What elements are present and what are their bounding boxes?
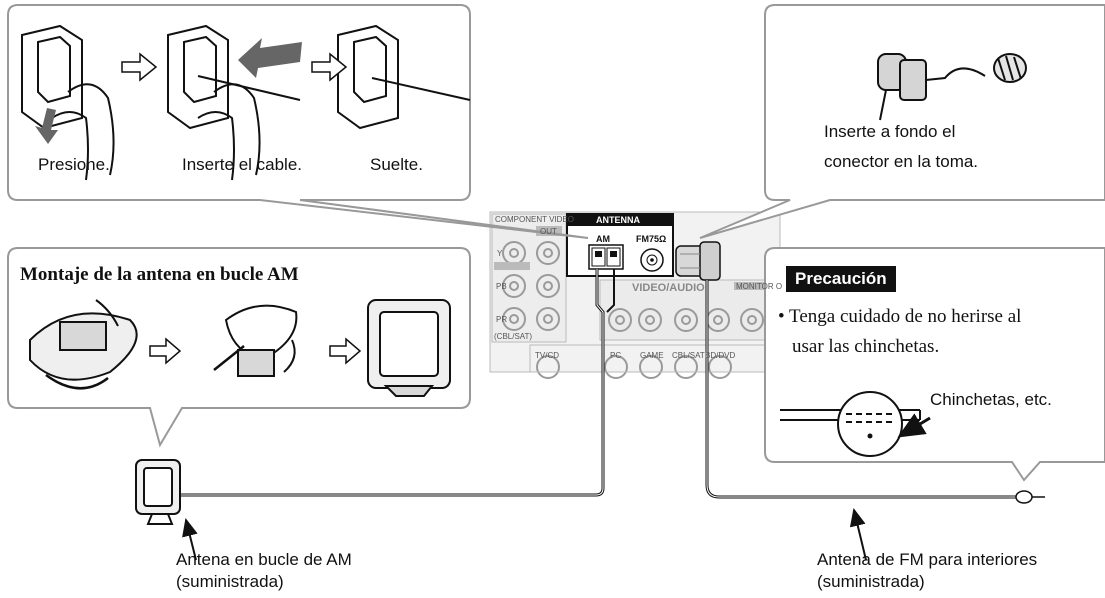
antenna-label: ANTENNA xyxy=(596,215,640,225)
input-label-cblsat: CBL/SAT xyxy=(672,351,705,360)
fm-connector-callout xyxy=(699,4,1105,239)
am-antenna-label-line1: Antena en bucle de AM xyxy=(176,550,352,569)
input-label-tvcd: TV/CD xyxy=(535,351,559,360)
caution-badge: Precaución xyxy=(786,266,896,292)
caution-callout xyxy=(764,247,1105,482)
fm-antenna-label-line2: (suministrada) xyxy=(817,572,925,591)
pb-label: PB xyxy=(496,282,507,291)
steps-callout xyxy=(7,4,589,239)
pr-label: PR xyxy=(496,315,507,324)
am-assembly-callout xyxy=(7,247,471,448)
am-antenna-label-line2: (suministrada) xyxy=(176,572,284,591)
input-label-pc: PC xyxy=(610,351,621,360)
caution-text-line1: • Tenga cuidado de no herirse al xyxy=(778,306,1022,327)
component-video-label: COMPONENT VIDEO xyxy=(495,215,574,224)
monitor-label: MONITOR O xyxy=(736,282,782,291)
am-assembly-title: Montaje de la antena en bucle AM xyxy=(20,264,299,285)
caution-text-line2: usar las chinchetas. xyxy=(792,336,940,357)
y-label: Y xyxy=(497,249,503,258)
fm-note-line2: conector en la toma. xyxy=(824,152,979,171)
step-release-label: Suelte. xyxy=(370,155,423,174)
antenna-cables xyxy=(178,269,1045,504)
out-label: OUT xyxy=(540,227,557,236)
fm-plug-icon xyxy=(675,241,721,281)
input-label-game: GAME xyxy=(640,351,664,360)
cbl-sat-small-label: (CBL/SAT) xyxy=(494,332,532,341)
am-terminal-label: AM xyxy=(596,234,610,244)
am-loop-antenna-icon xyxy=(135,459,181,525)
input-label-bddvd: BD/DVD xyxy=(705,351,735,360)
fm-antenna-label-line1: Antena de FM para interiores xyxy=(817,550,1038,569)
step-press-label: Presione. xyxy=(38,155,110,174)
fm-note-line1: Inserte a fondo el xyxy=(824,122,956,141)
pins-label: Chinchetas, etc. xyxy=(930,390,1052,409)
step-insert-label: Inserte el cable. xyxy=(182,155,303,174)
fm-terminal-label: FM75Ω xyxy=(636,234,666,244)
receiver-back-panel xyxy=(489,211,781,379)
video-audio-label: VIDEO/AUDIO xyxy=(632,282,705,294)
